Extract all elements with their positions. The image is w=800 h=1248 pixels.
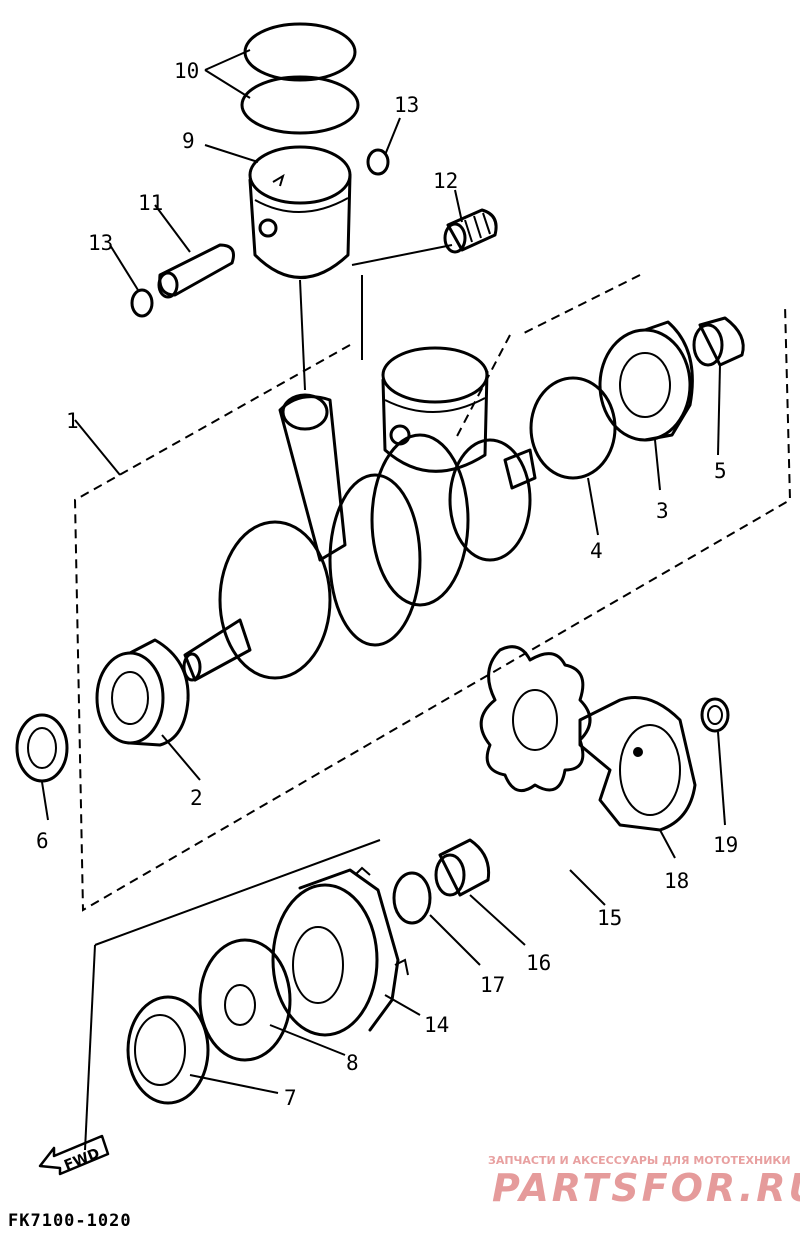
plate-part-8 [198, 938, 292, 1062]
callout-11: 11 [138, 191, 163, 215]
collar-part-5 [692, 316, 745, 367]
assembly-boundary-upper [73, 304, 792, 912]
main-bearing-part-2 [95, 638, 190, 747]
callout-15: 15 [597, 906, 622, 930]
washer-part-19 [700, 697, 730, 733]
piston-pin-part-11 [157, 243, 235, 299]
o-ring-part-17 [392, 871, 432, 925]
oil-seal-part-6 [15, 713, 69, 783]
sleeve-part-16 [434, 838, 491, 897]
piston-rings-part-10 [240, 22, 360, 135]
callout-16: 16 [526, 951, 551, 975]
callout-1: 1 [66, 409, 79, 433]
callout-13-left: 13 [88, 231, 113, 255]
callout-2: 2 [190, 786, 203, 810]
callout-14: 14 [424, 1013, 449, 1037]
callout-12: 12 [433, 169, 458, 193]
callout-19: 19 [713, 833, 738, 857]
callout-18: 18 [664, 869, 689, 893]
lower-group-top [94, 839, 381, 946]
callout-13-right: 13 [394, 93, 419, 117]
callout-3: 3 [656, 499, 669, 523]
piston-part-9 [248, 145, 352, 279]
callout-17: 17 [480, 973, 505, 997]
seal-part-7 [126, 995, 210, 1105]
callout-5: 5 [714, 459, 727, 483]
coupling-part-18 [578, 696, 697, 832]
needle-bearing-part-12 [443, 208, 498, 254]
callout-6: 6 [36, 829, 49, 853]
callout-8: 8 [346, 1051, 359, 1075]
drawing-code: FK7100-1020 [8, 1211, 132, 1231]
callout-10: 10 [174, 59, 199, 83]
callout-4: 4 [590, 539, 603, 563]
bearing-part-3 [598, 320, 694, 442]
damper-part-15 [479, 645, 592, 793]
forward-arrow-icon: FWD [38, 1134, 110, 1176]
circlip-part-13-left [130, 288, 154, 318]
assembly-boundary-lower [454, 274, 641, 441]
ring-part-4 [529, 376, 617, 480]
housing-part-14 [271, 866, 409, 1037]
watermark-tagline: ЗАПЧАСТИ И АКСЕССУАРЫ ДЛЯ МОТОТЕХНИКИ [488, 1154, 791, 1167]
crankshaft-assembly-part-1 [182, 346, 537, 682]
callout-7: 7 [284, 1086, 297, 1110]
circlip-part-13-right [366, 148, 390, 176]
leader-lines [41, 49, 726, 1094]
callout-9: 9 [182, 129, 195, 153]
watermark-logo: PARTSFOR.RU [492, 1166, 800, 1210]
lower-group-boundary [84, 944, 96, 1151]
